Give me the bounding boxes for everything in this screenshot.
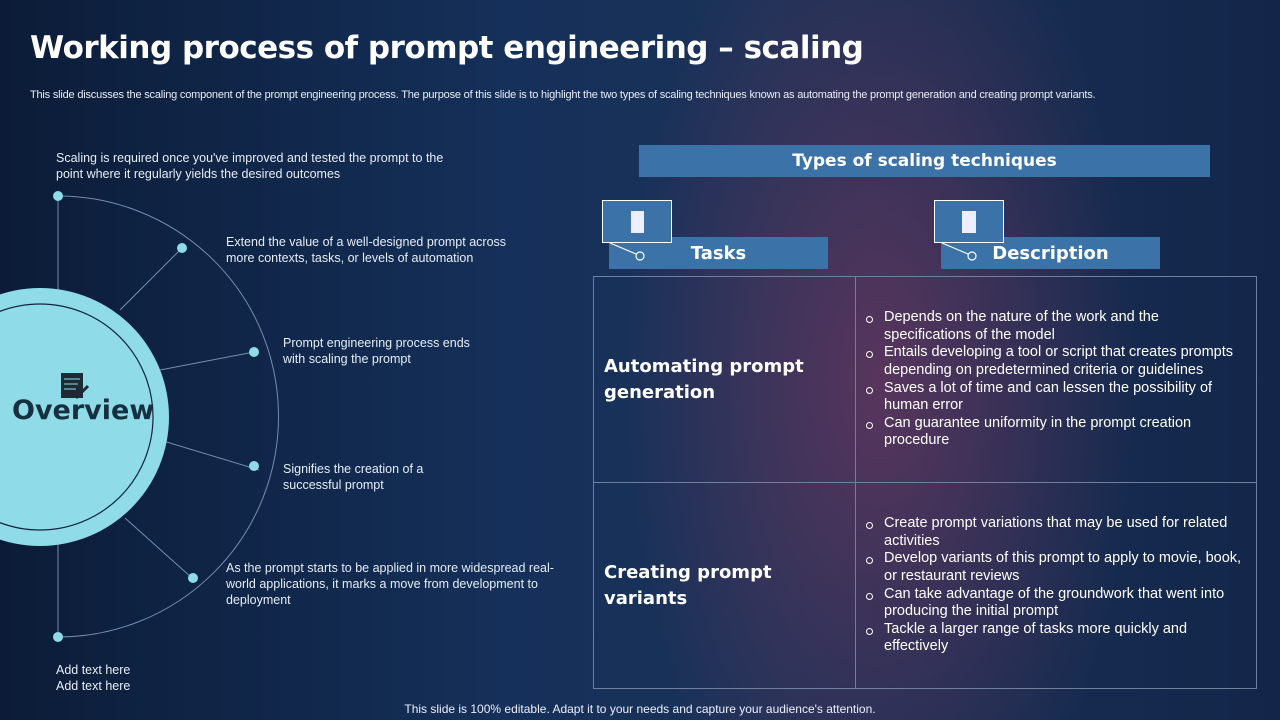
overview-circle [0, 288, 169, 546]
list-item: Develop variants of this prompt to apply… [866, 550, 1244, 585]
document-pen-icon [61, 373, 90, 400]
callout-pointers [609, 242, 977, 261]
document-icon [962, 210, 976, 233]
list-item: Tackle a larger range of tasks more quic… [866, 621, 1244, 656]
page-title: Working process of prompt engineering – … [30, 30, 864, 66]
description-header: Description [941, 237, 1160, 269]
techniques-header: Types of scaling techniques [639, 145, 1210, 177]
step-dot [177, 243, 187, 253]
task-cell: Automating prompt generation [593, 276, 856, 483]
description-cell: Depends on the nature of the work and th… [855, 276, 1257, 483]
step-text: Add text here [56, 679, 131, 693]
list-item: Create prompt variations that may be use… [866, 515, 1244, 550]
step-dot [249, 347, 259, 357]
list-item: Depends on the nature of the work and th… [866, 309, 1244, 344]
task-cell: Creating prompt variants [593, 482, 856, 689]
list-item: Entails developing a tool or script that… [866, 344, 1244, 379]
step-text: Prompt engineering process ends with sca… [283, 336, 470, 366]
tasks-callout [602, 200, 672, 243]
step-dot [53, 632, 63, 642]
step-dot [53, 191, 63, 201]
description-cell: Create prompt variations that may be use… [855, 482, 1257, 689]
step-dot [249, 461, 259, 471]
step-text: Add text here [56, 663, 131, 677]
step-dot [188, 573, 198, 583]
list-item: Can guarantee uniformity in the prompt c… [866, 415, 1244, 450]
table-row: Creating prompt variants Create prompt v… [593, 482, 1257, 689]
overview-label: Overview [12, 395, 155, 426]
step-text: As the prompt starts to be applied in mo… [226, 561, 554, 607]
step-text: Scaling is required once you've improved… [56, 151, 444, 181]
page-subtitle: This slide discusses the scaling compone… [30, 89, 1096, 101]
footer-note: This slide is 100% editable. Adapt it to… [404, 702, 876, 716]
table-row: Automating prompt generation Depends on … [593, 276, 1257, 483]
checklist-icon [630, 210, 644, 233]
techniques-table: Automating prompt generation Depends on … [593, 276, 1257, 689]
list-item: Can take advantage of the groundwork tha… [866, 586, 1244, 621]
step-text: Signifies the creation of a successful p… [283, 462, 424, 492]
overview-diagram [0, 191, 279, 642]
list-item: Saves a lot of time and can lessen the p… [866, 380, 1244, 415]
description-callout [934, 200, 1004, 243]
step-text: Extend the value of a well-designed prom… [226, 235, 507, 265]
